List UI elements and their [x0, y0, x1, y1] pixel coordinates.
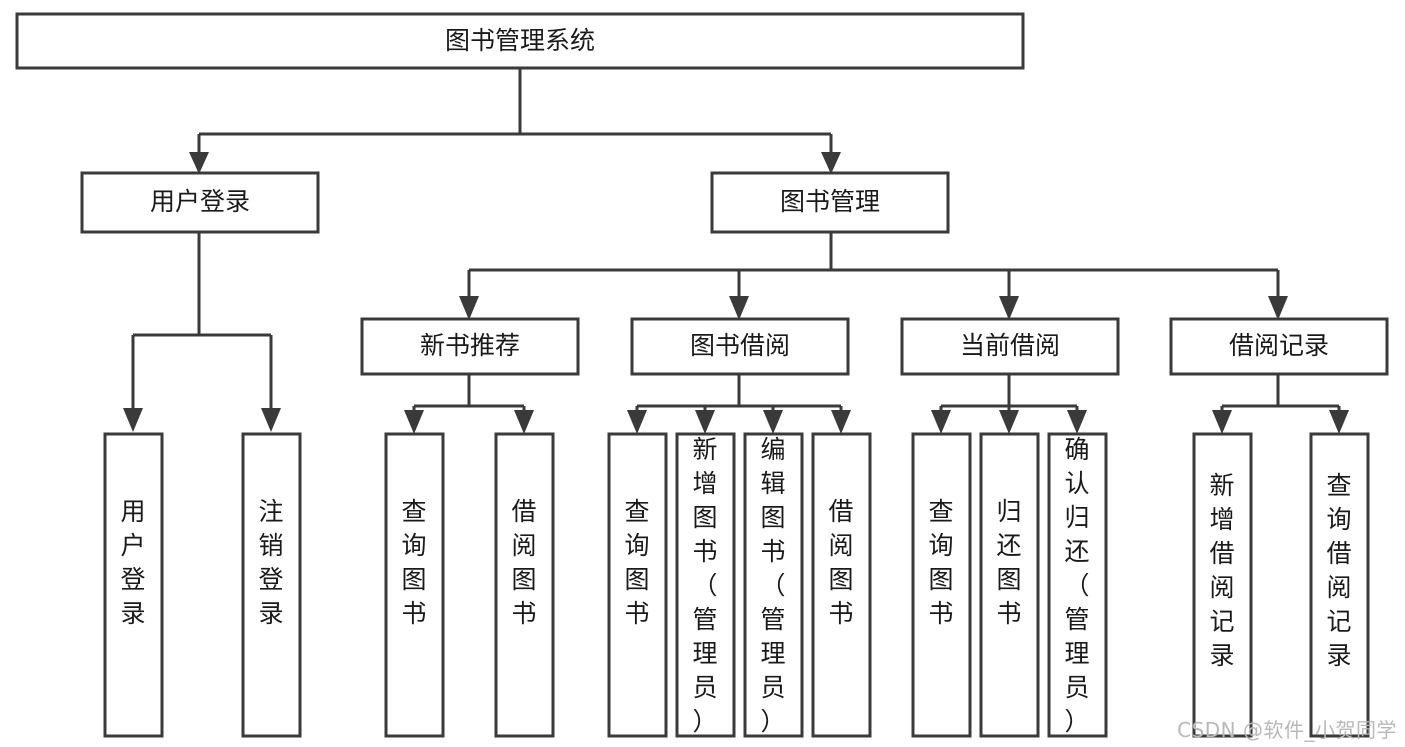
- csdn-watermark: CSDN @软件_小贺同学: [1177, 718, 1397, 742]
- arrow-to-leaf-logout: [261, 408, 281, 432]
- node-book-manage[interactable]: 图书管理: [710, 171, 950, 234]
- arrow-to-leaf-query-book-3: [931, 410, 951, 434]
- leaf-logout-box[interactable]: [241, 432, 302, 738]
- leaf-query-book-1[interactable]: 查询图书: [384, 432, 445, 738]
- node-book-borrow[interactable]: 图书借阅: [630, 317, 850, 376]
- arrow-to-current-borrow: [999, 296, 1019, 320]
- leaf-return-book-label: 归还图书: [996, 497, 1021, 628]
- arrow-to-leaf-query-record: [1329, 410, 1349, 434]
- leaf-return-book-box[interactable]: [979, 432, 1040, 738]
- leaf-borrow-book-1-box[interactable]: [494, 432, 555, 738]
- leaf-borrow-book-2-box[interactable]: [811, 432, 872, 738]
- node-new-book-rec[interactable]: 新书推荐: [360, 317, 580, 376]
- arrow-to-book-manage: [821, 152, 841, 174]
- leaf-query-book-2[interactable]: 查询图书: [607, 432, 668, 738]
- leaf-add-record-box[interactable]: [1192, 432, 1253, 738]
- arrow-to-leaf-query-book-2: [627, 410, 647, 434]
- leaf-user-login[interactable]: 用户登录: [103, 432, 164, 738]
- node-root[interactable]: 图书管理系统: [15, 12, 1025, 70]
- arrow-to-borrow-record: [1268, 296, 1288, 320]
- connector-layer: [123, 68, 1349, 434]
- connector-book-manage-trunk: [467, 232, 1280, 300]
- leaf-query-book-1-label: 查询图书: [401, 497, 426, 628]
- node-book-borrow-box[interactable]: [630, 317, 850, 376]
- connector-book-borrow-trunk: [635, 374, 843, 414]
- leaf-edit-book-label: 编辑图书（管理员）: [760, 435, 785, 736]
- arrow-to-leaf-add-record: [1212, 410, 1232, 434]
- arrow-to-book-borrow: [729, 296, 749, 320]
- leaf-add-record-label: 新增借阅记录: [1209, 471, 1234, 670]
- leaf-query-record-box[interactable]: [1309, 432, 1370, 738]
- leaf-confirm-return[interactable]: 确认归还（管理员）: [1047, 432, 1108, 738]
- connector-new-book-rec-trunk: [412, 374, 526, 414]
- node-borrow-record[interactable]: 借阅记录: [1169, 317, 1389, 376]
- leaf-query-record[interactable]: 查询借阅记录: [1309, 432, 1370, 738]
- leaf-query-book-2-label: 查询图书: [624, 497, 649, 628]
- node-current-borrow[interactable]: 当前借阅: [900, 317, 1120, 376]
- node-borrow-record-box[interactable]: [1169, 317, 1389, 376]
- leaf-logout-label: 注销登录: [258, 497, 283, 628]
- leaf-add-book-box[interactable]: [675, 432, 736, 738]
- arrow-to-leaf-edit-book: [763, 410, 783, 434]
- leaf-add-book[interactable]: 新增图书（管理员）: [675, 432, 736, 738]
- arrow-to-leaf-borrow-book-1: [514, 410, 534, 434]
- leaf-query-book-2-box[interactable]: [607, 432, 668, 738]
- node-new-book-rec-label: 新书推荐: [420, 331, 520, 360]
- arrow-to-new-book-rec: [459, 296, 479, 320]
- leaf-logout[interactable]: 注销登录: [241, 432, 302, 738]
- node-book-manage-label: 图书管理: [780, 187, 880, 216]
- node-book-manage-box[interactable]: [710, 171, 950, 234]
- node-current-borrow-label: 当前借阅: [960, 331, 1060, 360]
- node-book-borrow-label: 图书借阅: [690, 331, 790, 360]
- leaf-query-record-label: 查询借阅记录: [1326, 471, 1351, 670]
- leaf-return-book[interactable]: 归还图书: [979, 432, 1040, 738]
- arrow-to-leaf-return-book: [999, 410, 1019, 434]
- leaf-query-book-1-box[interactable]: [384, 432, 445, 738]
- leaf-confirm-return-box[interactable]: [1047, 432, 1108, 738]
- leaf-query-book-3-box[interactable]: [911, 432, 972, 738]
- leaf-edit-book-box[interactable]: [743, 432, 804, 738]
- leaf-borrow-book-2-label: 借阅图书: [828, 497, 853, 628]
- arrow-to-leaf-borrow-book-2: [831, 410, 851, 434]
- node-borrow-record-label: 借阅记录: [1229, 331, 1329, 360]
- connector-borrow-record-trunk: [1220, 374, 1341, 414]
- node-user-login[interactable]: 用户登录: [80, 171, 320, 234]
- connector-user-login-trunk: [131, 232, 273, 412]
- node-root-label: 图书管理系统: [445, 26, 595, 55]
- leaf-borrow-book-2[interactable]: 借阅图书: [811, 432, 872, 738]
- leaf-query-book-3-label: 查询图书: [928, 497, 953, 628]
- arrow-to-leaf-user-login: [123, 408, 143, 432]
- arrow-to-leaf-query-book-1: [404, 410, 424, 434]
- node-new-book-rec-box[interactable]: [360, 317, 580, 376]
- leaf-confirm-return-label: 确认归还（管理员）: [1064, 435, 1089, 736]
- arrow-to-user-login: [189, 152, 209, 174]
- leaf-user-login-label: 用户登录: [120, 497, 145, 628]
- arrow-to-leaf-add-book: [695, 410, 715, 434]
- node-user-login-box[interactable]: [80, 171, 320, 234]
- arrow-to-leaf-confirm-return: [1067, 410, 1087, 434]
- node-current-borrow-box[interactable]: [900, 317, 1120, 376]
- connector-current-borrow-trunk: [939, 374, 1079, 414]
- connector-root-trunk: [197, 68, 833, 156]
- node-user-login-label: 用户登录: [150, 187, 250, 216]
- leaf-borrow-book-1-label: 借阅图书: [511, 497, 536, 628]
- leaf-user-login-box[interactable]: [103, 432, 164, 738]
- leaf-add-book-label: 新增图书（管理员）: [692, 435, 717, 736]
- leaf-edit-book[interactable]: 编辑图书（管理员）: [743, 432, 804, 738]
- leaf-query-book-3[interactable]: 查询图书: [911, 432, 972, 738]
- leaf-borrow-book-1[interactable]: 借阅图书: [494, 432, 555, 738]
- leaf-add-record[interactable]: 新增借阅记录: [1192, 432, 1253, 738]
- node-root-box[interactable]: [15, 12, 1025, 70]
